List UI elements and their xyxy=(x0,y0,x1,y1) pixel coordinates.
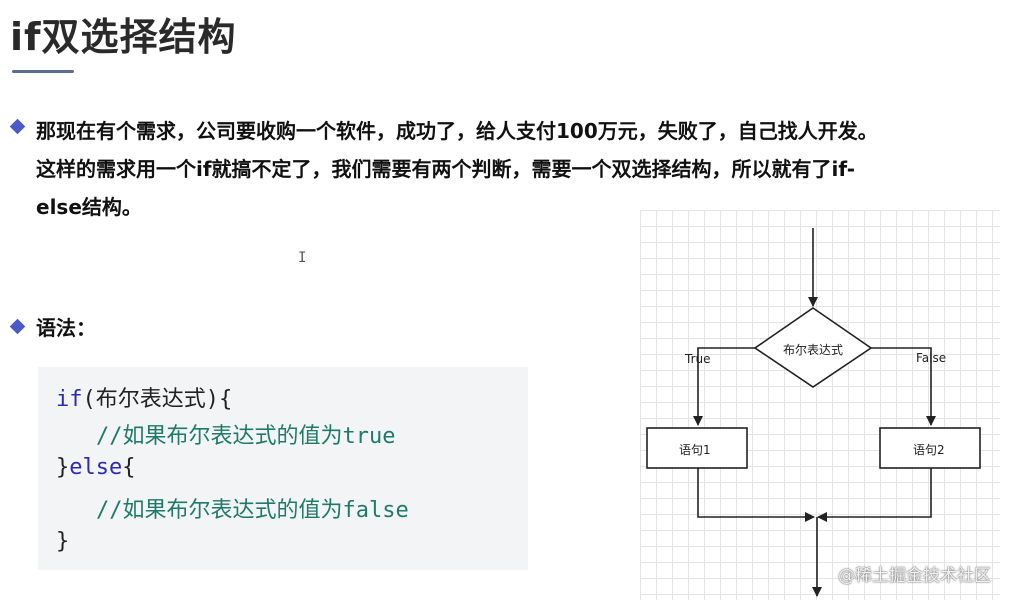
bullet-diamond-icon xyxy=(9,318,26,335)
merge-left-arrow xyxy=(697,468,815,522)
code-condition: (布尔表达式){ xyxy=(82,387,233,412)
paragraph-line-3: else结构。 xyxy=(36,195,142,219)
comment-prefix: //如果布尔表达式的值为 xyxy=(96,498,343,523)
syntax-label: 语法： xyxy=(36,316,96,340)
comment-value-false: false xyxy=(342,498,409,523)
page-title: if双选择结构 xyxy=(10,15,237,59)
statement-1-box xyxy=(646,427,748,469)
code-close-brace: } xyxy=(56,455,70,480)
statement-1-label: 语句1 xyxy=(679,443,711,457)
condition-diamond xyxy=(753,307,873,388)
code-line-else: }else{ xyxy=(56,455,135,480)
code-comment-false: //如果布尔表达式的值为false xyxy=(96,492,409,524)
code-block: if(布尔表达式){ //如果布尔表达式的值为true }else{ //如果布… xyxy=(38,367,528,570)
statement-2-label: 语句2 xyxy=(913,443,945,457)
intro-paragraph: 那现在有个需求，公司要收购一个软件，成功了，给人支付100万元，失败了，自己找人… xyxy=(36,112,1015,226)
code-line-1: if(布尔表达式){ xyxy=(56,381,232,413)
false-branch-arrow xyxy=(871,347,936,426)
keyword-if: if xyxy=(56,387,83,412)
code-open-brace: { xyxy=(122,455,136,480)
title-underline xyxy=(12,70,74,73)
comment-value-true: true xyxy=(342,424,396,449)
false-label: False xyxy=(916,351,947,365)
condition-label: 布尔表达式 xyxy=(783,343,844,357)
keyword-else: else xyxy=(69,455,123,480)
text-cursor-icon: I xyxy=(298,250,307,266)
watermark: @稀土掘金技术社区 xyxy=(838,566,991,586)
true-branch-arrow xyxy=(693,347,755,426)
code-comment-true: //如果布尔表达式的值为true xyxy=(96,418,395,450)
statement-2-box xyxy=(879,427,981,469)
paragraph-line-1: 那现在有个需求，公司要收购一个软件，成功了，给人支付100万元，失败了，自己找人… xyxy=(36,119,878,143)
true-label: True xyxy=(685,352,711,366)
flowchart: 布尔表达式 True False 语句1 语句2 xyxy=(640,210,1000,600)
merge-right-arrow xyxy=(817,468,932,522)
code-line-end: } xyxy=(56,529,70,554)
flowchart-graphic xyxy=(646,228,981,597)
bullet-diamond-icon xyxy=(9,118,26,135)
paragraph-line-2: 这样的需求用一个if就搞不定了，我们需要有两个判断，需要一个双选择结构，所以就有… xyxy=(36,157,856,181)
comment-prefix: //如果布尔表达式的值为 xyxy=(96,424,343,449)
